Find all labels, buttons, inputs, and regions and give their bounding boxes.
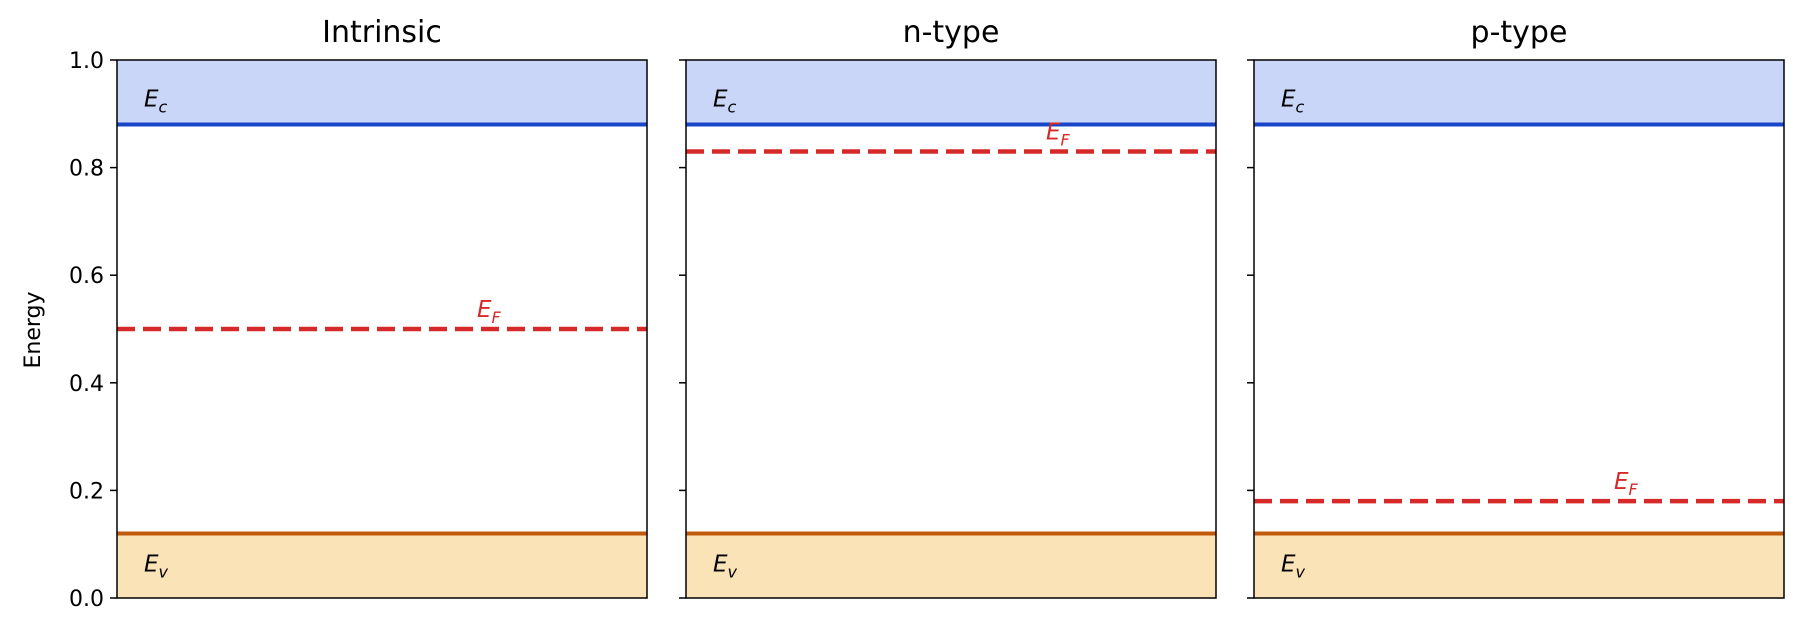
y-tick-label: 1.0: [69, 49, 104, 74]
y-tick-label: 0.6: [69, 264, 104, 289]
conduction-band-fill: [686, 60, 1216, 125]
ef-label: EF: [477, 297, 502, 327]
valence-band-fill: [686, 533, 1216, 598]
panel-title: n-type: [903, 15, 1000, 50]
ef-label: EF: [1614, 469, 1639, 499]
axes-frame: [685, 59, 1217, 599]
y-tick-label: 0.4: [69, 372, 104, 397]
valence-band-fill: [117, 533, 647, 598]
conduction-band-fill: [117, 60, 647, 125]
ec-label: Ec: [144, 87, 168, 117]
axes-frame: [1253, 59, 1785, 599]
ec-label: Ec: [713, 87, 737, 117]
valence-band-fill: [1254, 533, 1784, 598]
ev-label: Ev: [1281, 552, 1306, 582]
y-tick-label: 0.8: [69, 157, 104, 182]
ec-label: Ec: [1281, 87, 1305, 117]
y-axis-label: Energy: [21, 291, 46, 368]
ev-label: Ev: [713, 552, 738, 582]
panel-title: p-type: [1471, 15, 1568, 50]
panel-title: Intrinsic: [322, 15, 442, 50]
y-tick-label: 0.0: [69, 587, 104, 612]
ef-label: EF: [1046, 119, 1071, 149]
axes-frame: [116, 59, 648, 599]
ev-label: Ev: [144, 552, 169, 582]
conduction-band-fill: [1254, 60, 1784, 125]
y-tick-label: 0.2: [69, 479, 104, 504]
